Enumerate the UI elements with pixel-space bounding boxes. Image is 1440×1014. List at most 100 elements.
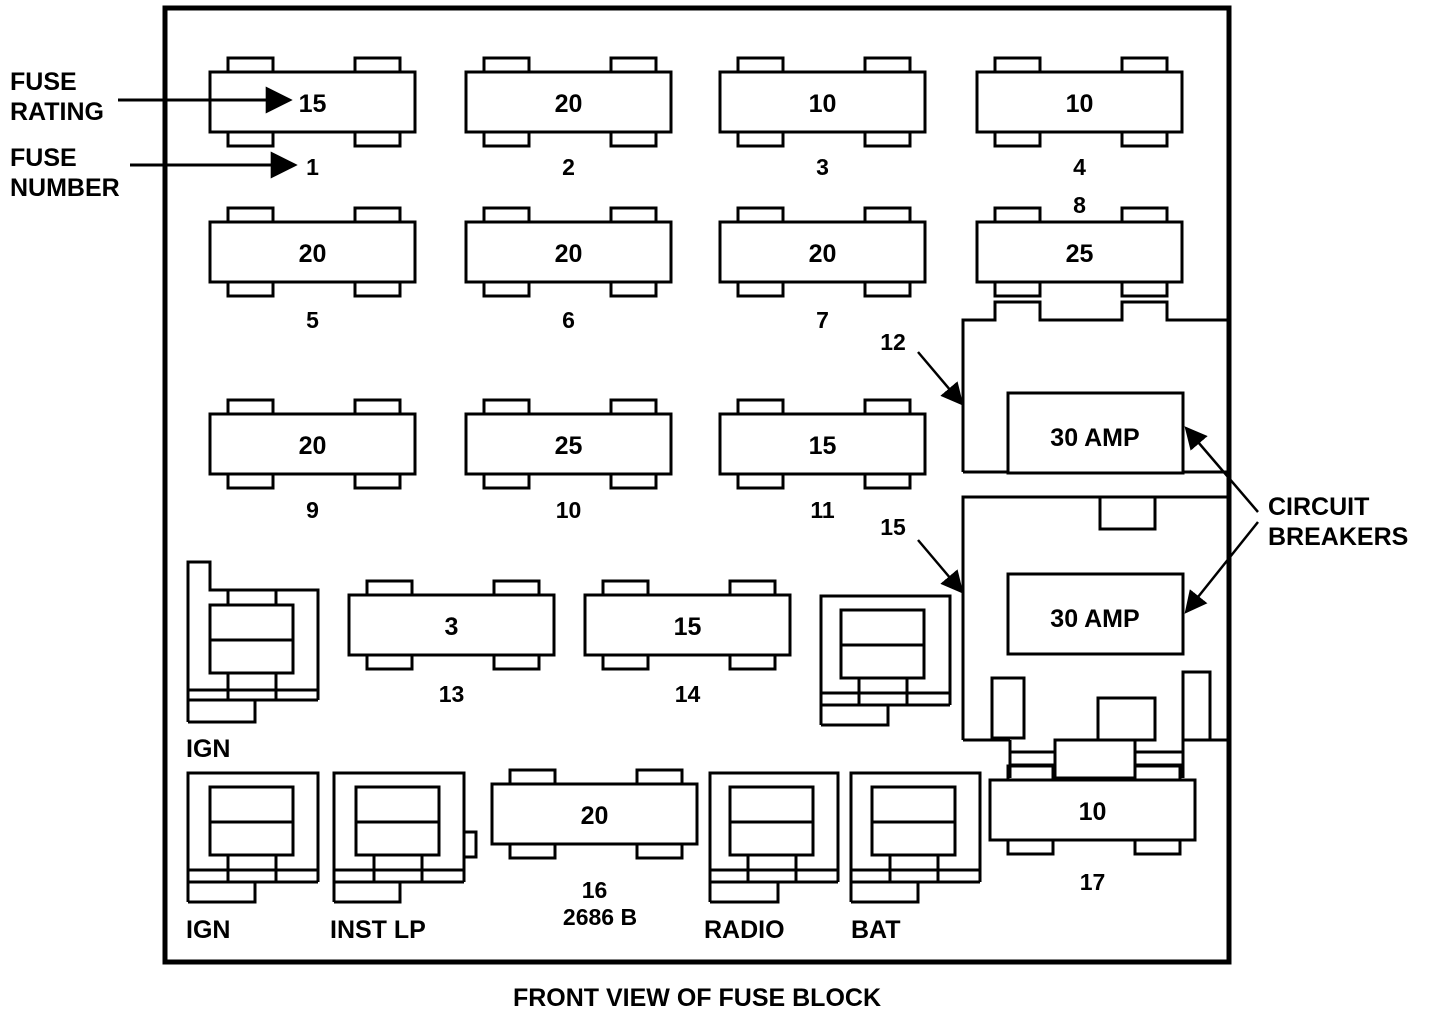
fuse-terminal [482, 130, 531, 148]
fuse-terminal [508, 842, 557, 860]
fuse-number: 2 [562, 154, 575, 180]
fuse-number: 16 [582, 877, 608, 903]
fuse-terminal [635, 842, 684, 860]
fuse-number: 9 [306, 497, 319, 523]
fuse-terminal [736, 130, 785, 148]
fuse-terminal [492, 579, 541, 597]
fuse-terminal [736, 472, 785, 490]
fuse-terminal [863, 398, 912, 416]
circuit-breakers-annotation: CIRCUIT BREAKERS [1184, 426, 1408, 614]
fuse-1: 151 [208, 56, 417, 180]
fuse-terminal [609, 280, 658, 298]
fuse-terminal [226, 280, 275, 298]
fuse-rating: 3 [445, 613, 459, 641]
fuse-body [464, 70, 673, 134]
fuse-rating: 20 [555, 90, 583, 118]
relay-unlabeled [819, 594, 952, 727]
fuse-terminal [1120, 206, 1169, 224]
fuse-terminal [609, 130, 658, 148]
fuse-rating: 10 [809, 90, 837, 118]
fuse-terminal [993, 280, 1042, 298]
fuse-body [718, 220, 927, 284]
fuse-terminal [863, 472, 912, 490]
fuse-terminal [365, 579, 414, 597]
fuse-number: 14 [675, 681, 701, 707]
fuse-terminal [993, 206, 1042, 224]
fuse-terminal [601, 653, 650, 671]
fuse-number-label-line1: FUSE [10, 144, 77, 172]
fuse-terminal [609, 206, 658, 224]
fuse-number: 13 [439, 681, 465, 707]
fuse-body [490, 782, 699, 846]
fuse-body [975, 70, 1184, 134]
fuse-number: 17 [1080, 869, 1106, 895]
fuse-terminal [365, 653, 414, 671]
relay-ign-lower [186, 771, 320, 904]
fuse-terminal [1133, 838, 1182, 856]
fuse-body [464, 412, 673, 476]
fuse-block-outline [162, 5, 1232, 965]
breaker-12-number: 12 [880, 329, 906, 355]
fuse-rating: 10 [1079, 798, 1107, 826]
fuse-terminal [728, 579, 777, 597]
fuse-2: 20 2 [464, 56, 673, 180]
fuse-rating-annotation: FUSE RATING [10, 68, 293, 126]
fuse-terminal [1133, 764, 1182, 782]
fuse-terminal [728, 653, 777, 671]
fuse-terminal [635, 768, 684, 786]
fuse-terminal [863, 206, 912, 224]
fuse-rating: 15 [674, 613, 702, 641]
relay-ign-upper-label: IGN [186, 735, 230, 763]
fuse-terminal [482, 280, 531, 298]
fuse-5: 205 [208, 206, 417, 333]
fuse-terminal [482, 472, 531, 490]
fuse-terminal [1120, 56, 1169, 74]
relay-ign-lower-label: IGN [186, 916, 230, 944]
fuse-rating: 20 [299, 432, 327, 460]
fuse-body [208, 70, 417, 134]
fuse-terminal [863, 280, 912, 298]
fuse-terminal [482, 206, 531, 224]
circuit-breakers-label-line1: CIRCUIT [1268, 493, 1369, 521]
fuse-rating: 10 [1066, 90, 1094, 118]
fuse-number: 8 [1073, 192, 1086, 218]
fuse-terminal [609, 398, 658, 416]
fuses-layer: 1512021031042052062072582092510151131315… [208, 56, 1197, 903]
relay-bat [849, 771, 982, 904]
diagram-caption: FRONT VIEW OF FUSE BLOCK [513, 984, 881, 1012]
fuse-terminal [736, 206, 785, 224]
fuse-terminal [601, 579, 650, 597]
fuse-terminal [226, 398, 275, 416]
fuse-terminal [508, 768, 557, 786]
fuse-16-part-code: 2686 B [563, 904, 637, 930]
fuse-terminal [736, 280, 785, 298]
fuse-number: 4 [1073, 154, 1086, 180]
fuse-body [718, 70, 927, 134]
circuit-breaker-15: 30 AMP 15 [880, 495, 1228, 780]
fuse-6: 206 [464, 206, 673, 333]
fuse-terminal [353, 472, 402, 490]
fuse-terminal [353, 398, 402, 416]
fuse-rating: 20 [581, 802, 609, 830]
relay-inst-lp-label: INST LP [330, 916, 426, 944]
fuse-terminal [863, 130, 912, 148]
fuse-rating: 15 [809, 432, 837, 460]
fuse-number: 7 [816, 307, 829, 333]
fuse-number: 6 [562, 307, 575, 333]
fuse-terminal [226, 472, 275, 490]
fuse-number-annotation: FUSE NUMBER [10, 144, 298, 202]
fuse-body [718, 412, 927, 476]
breaker-12-pointer [917, 351, 964, 406]
fuse-rating: 25 [1066, 240, 1094, 268]
fuse-terminal [353, 206, 402, 224]
fuse-3: 103 [718, 56, 927, 180]
fuse-terminal [353, 280, 402, 298]
fuse-rating-label-line1: FUSE [10, 68, 77, 96]
fuse-terminal [609, 56, 658, 74]
fuse-body [583, 593, 792, 657]
